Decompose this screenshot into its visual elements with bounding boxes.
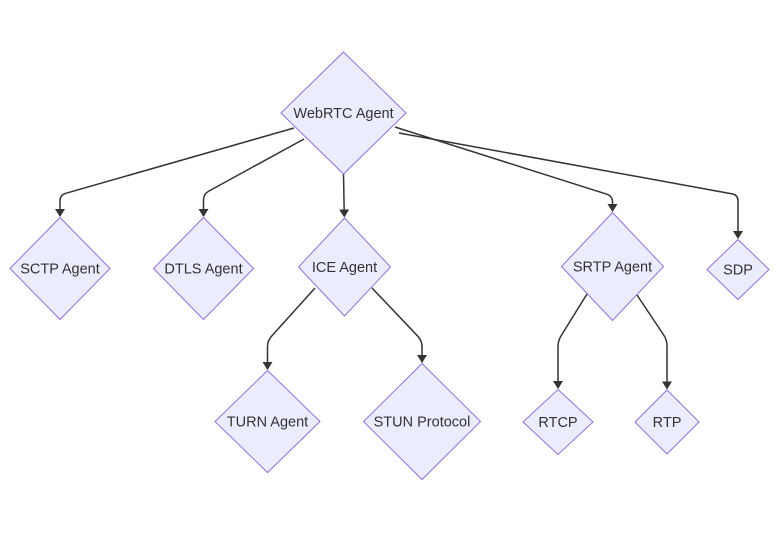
node-label-rtp: RTP: [653, 415, 682, 431]
diamond-dtls-agent: [152, 216, 255, 321]
diamond-turn-agent: [214, 369, 321, 474]
diamond-sctp-agent: [9, 216, 111, 321]
node-dtls-agent: DTLS Agent: [152, 216, 255, 321]
node-ice-agent: ICE Agent: [297, 217, 392, 317]
node-rtp: RTP: [634, 389, 700, 455]
node-sctp-agent: SCTP Agent: [9, 216, 111, 321]
node-label-sctp-agent: SCTP Agent: [20, 262, 100, 278]
node-turn-agent: TURN Agent: [214, 369, 321, 474]
edge-srtp-to-rtp: [636, 294, 672, 390]
node-label-webrtc-agent: WebRTC Agent: [293, 106, 393, 122]
diamond-rtp: [634, 389, 700, 455]
node-rtcp: RTCP: [522, 388, 594, 456]
node-srtp-agent: SRTP Agent: [560, 211, 665, 322]
edge-webrtc-to-dtls: [198, 138, 305, 217]
node-label-dtls-agent: DTLS Agent: [164, 262, 242, 278]
diamond-rtcp: [522, 388, 594, 456]
node-label-sdp: SDP: [723, 263, 753, 279]
edge-webrtc-to-ice: [339, 173, 350, 218]
edge-ice-to-turn: [262, 287, 316, 370]
node-label-turn-agent: TURN Agent: [227, 415, 308, 431]
edge-webrtc-to-sdp: [398, 132, 743, 239]
diamond-ice-agent: [297, 217, 392, 317]
node-stun-protocol: STUN Protocol: [362, 362, 482, 481]
node-label-ice-agent: ICE Agent: [312, 260, 377, 276]
edge-webrtc-to-srtp: [394, 126, 618, 212]
diamond-stun-protocol: [362, 362, 482, 481]
nodes-layer: WebRTC Agent SCTP Agent DTLS Agent ICE A…: [9, 51, 770, 481]
edge-ice-to-stun: [371, 287, 427, 363]
node-sdp: SDP: [706, 238, 770, 301]
diamond-sdp: [706, 238, 770, 301]
edge-srtp-to-rtcp: [553, 293, 588, 389]
edge-webrtc-to-sctp: [55, 127, 295, 217]
diamond-srtp-agent: [560, 211, 665, 322]
edges-layer: [55, 126, 743, 390]
diamond-webrtc-agent: [280, 51, 407, 175]
node-label-srtp-agent: SRTP Agent: [573, 260, 652, 276]
node-label-rtcp: RTCP: [538, 415, 577, 431]
node-webrtc-agent: WebRTC Agent: [280, 51, 407, 175]
node-label-stun-protocol: STUN Protocol: [374, 415, 471, 431]
